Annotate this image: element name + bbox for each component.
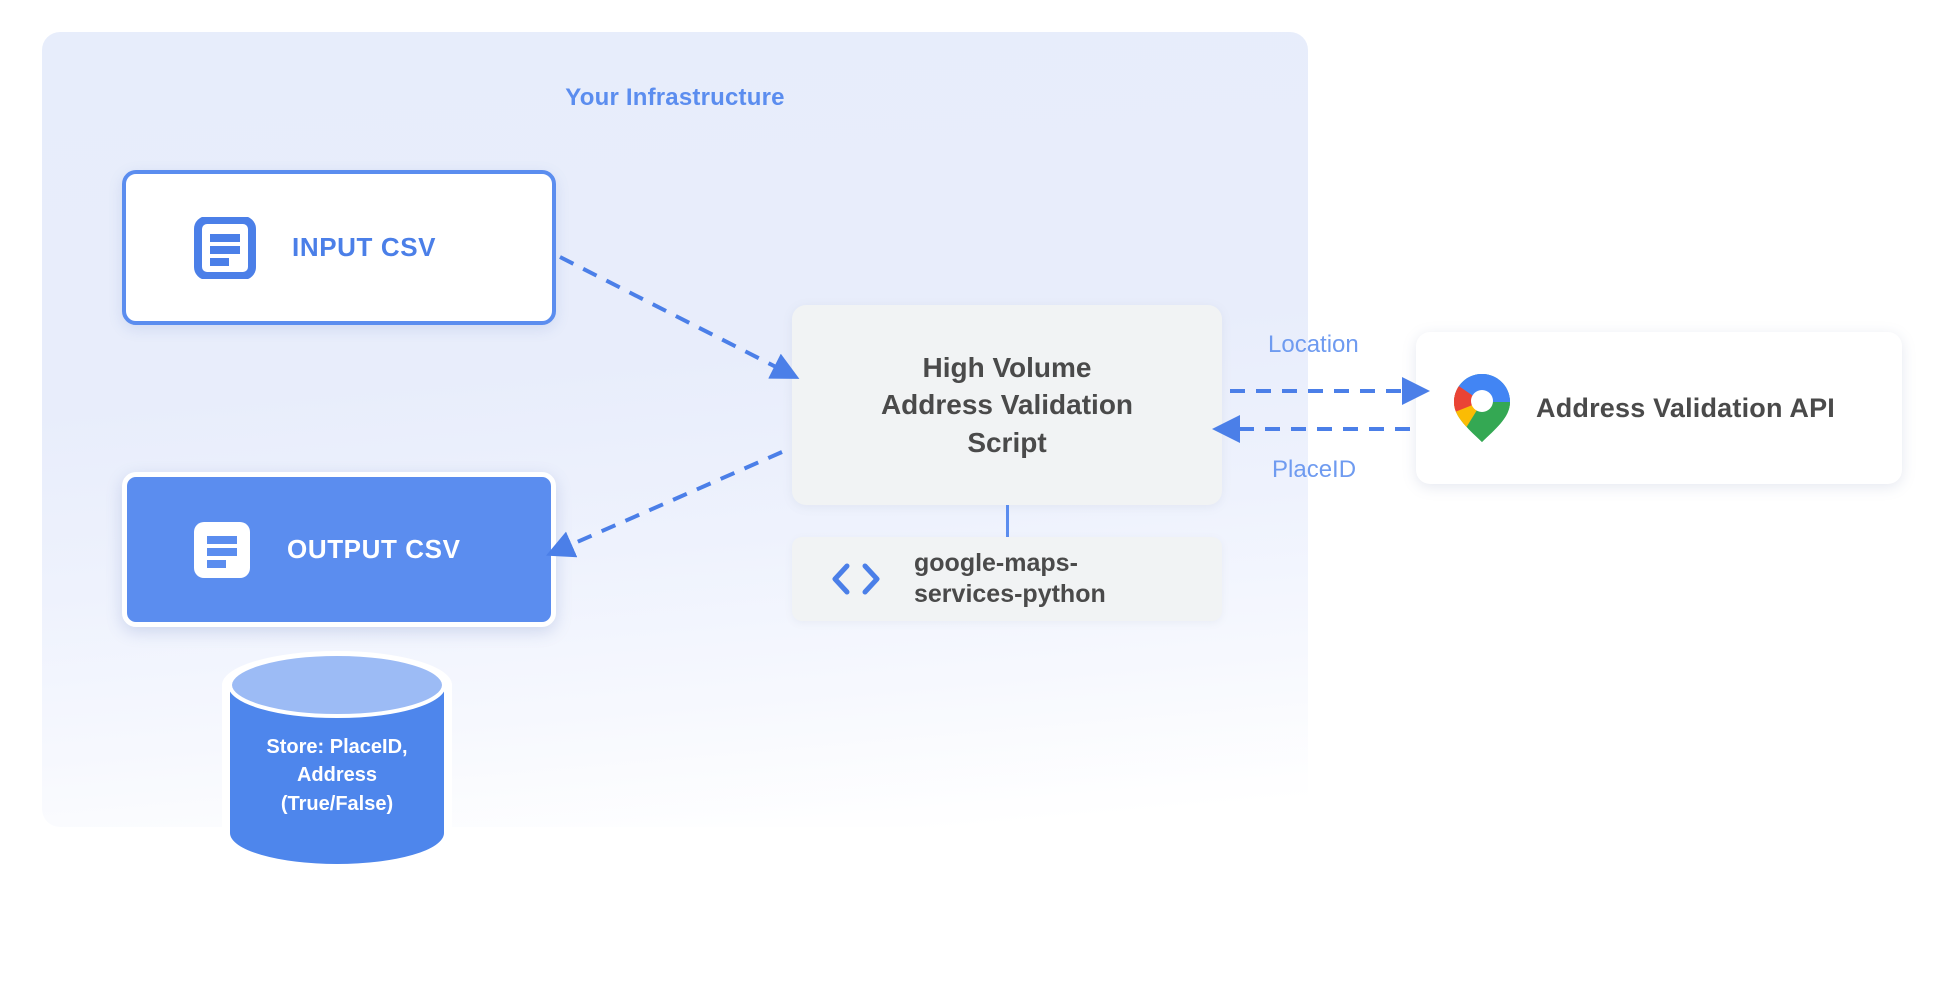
infrastructure-title: Your Infrastructure [565, 84, 785, 111]
document-icon [191, 519, 253, 581]
node-database[interactable]: Store: PlaceID, Address (True/False) [216, 645, 458, 875]
node-address-validation-api[interactable]: Address Validation API [1416, 332, 1902, 484]
edge-label-location: Location [1268, 331, 1359, 358]
library-line-2: services-python [914, 580, 1106, 608]
script-line-1: High Volume [922, 352, 1092, 384]
library-label: google-maps- services-python [914, 548, 1106, 610]
script-line-2: Address Validation [880, 389, 1134, 421]
script-library-connector [1006, 505, 1009, 537]
code-brackets-icon [828, 559, 884, 599]
node-python-library[interactable]: google-maps- services-python [792, 537, 1222, 621]
library-line-1: google-maps- [914, 549, 1078, 577]
edge-label-placeid: PlaceID [1272, 456, 1357, 483]
script-line-3: Script [967, 426, 1047, 458]
node-input-csv[interactable]: INPUT CSV [122, 170, 556, 325]
node-validation-script[interactable]: High Volume Address Validation Script [792, 305, 1222, 505]
input-csv-label: INPUT CSV [292, 232, 437, 262]
output-csv-label: OUTPUT CSV [287, 534, 461, 564]
node-output-csv[interactable]: OUTPUT CSV [122, 472, 556, 627]
google-maps-pin-icon [1450, 372, 1514, 444]
api-label: Address Validation API [1536, 392, 1835, 423]
document-icon [194, 215, 256, 280]
